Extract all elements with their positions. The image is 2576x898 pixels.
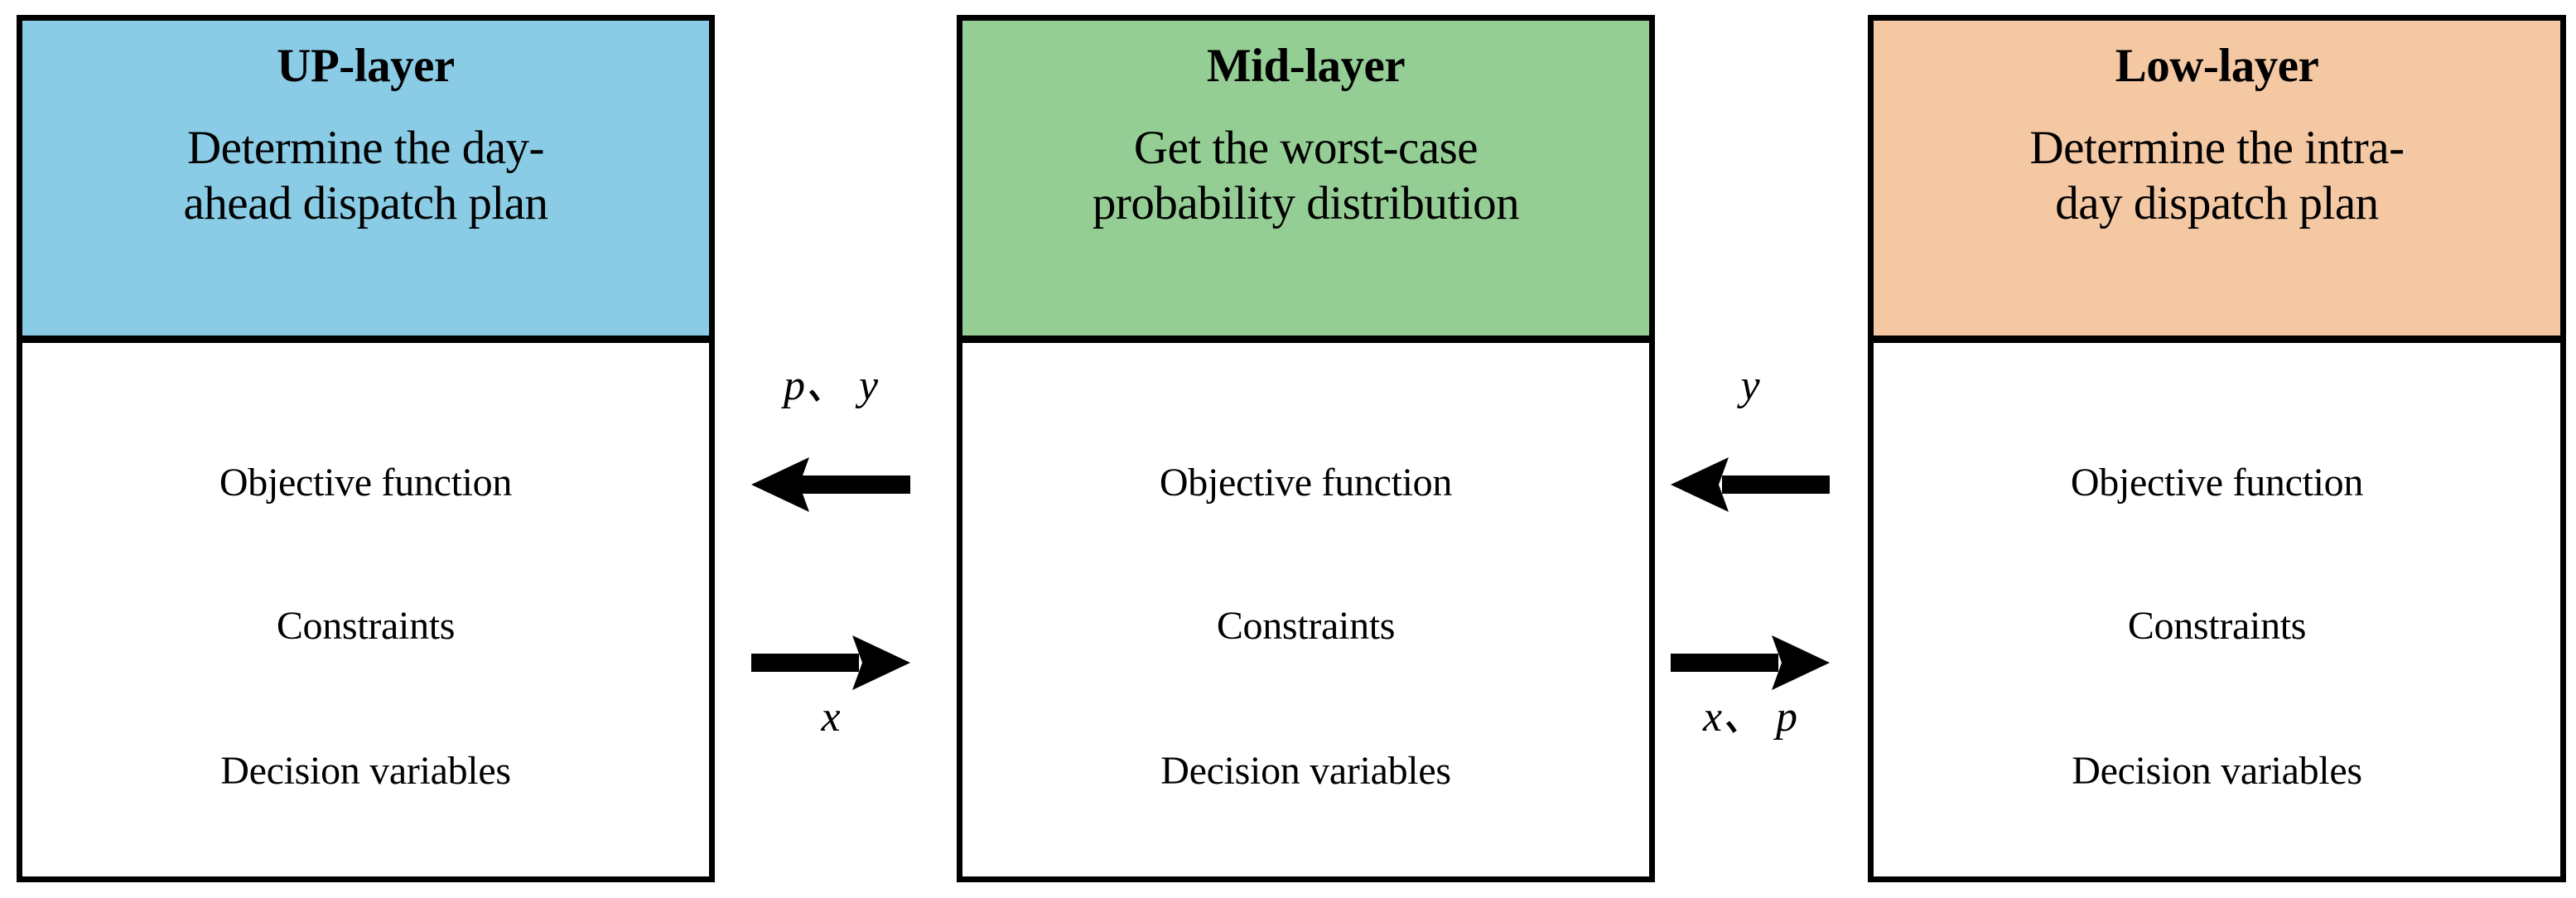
layer-subtitle-low: Determine the intra- day dispatch plan [2029,122,2405,229]
arrow-right-icon-mid-low [1671,635,1830,690]
layer-subtitle-up: Determine the day- ahead dispatch plan [183,122,549,229]
layer-header-up: UP-layer Determine the day- ahead dispat… [22,21,709,343]
layer-body-up: Objective function Constraints Decision … [22,343,709,876]
layer-header-low: Low-layer Determine the intra- day dispa… [1874,21,2560,343]
layer-row-objective-low: Objective function [2070,461,2364,505]
layer-row-decision-variables-mid: Decision variables [1160,749,1451,793]
connector-up-mid: p、 y x [748,365,914,795]
layer-title-up: UP-layer [277,40,455,92]
layer-row-decision-variables-low: Decision variables [2072,749,2362,793]
layer-box-mid: Mid-layer Get the worst-case probability… [957,15,1655,882]
layer-box-up: UP-layer Determine the day- ahead dispat… [17,15,715,882]
arrow-left-icon-mid-low [1671,457,1830,512]
layer-body-low: Objective function Constraints Decision … [1874,343,2560,876]
connector-up-mid-downward-label: x [821,693,841,741]
layer-box-low: Low-layer Determine the intra- day dispa… [1868,15,2566,882]
layer-title-mid: Mid-layer [1206,40,1406,92]
arrow-left-icon-up-mid [751,457,910,512]
layer-row-decision-variables-up: Decision variables [220,749,511,793]
layer-row-constraints-low: Constraints [2127,604,2307,648]
connector-up-mid-upward-label: p、 y [783,362,879,409]
layer-body-mid: Objective function Constraints Decision … [962,343,1649,876]
arrow-right-icon-up-mid [751,635,910,690]
connector-mid-low-upward-label: y [1740,362,1760,409]
layer-header-mid: Mid-layer Get the worst-case probability… [962,21,1649,343]
layer-row-constraints-mid: Constraints [1216,604,1396,648]
layer-subtitle-mid: Get the worst-case probability distribut… [1092,122,1520,229]
layer-title-low: Low-layer [2115,40,2319,92]
layer-row-constraints-up: Constraints [276,604,456,648]
layer-row-objective-mid: Objective function [1159,461,1453,505]
connector-mid-low: y x、 p [1667,365,1833,795]
layer-row-objective-up: Objective function [219,461,513,505]
connector-mid-low-downward-label: x、 p [1702,693,1798,741]
